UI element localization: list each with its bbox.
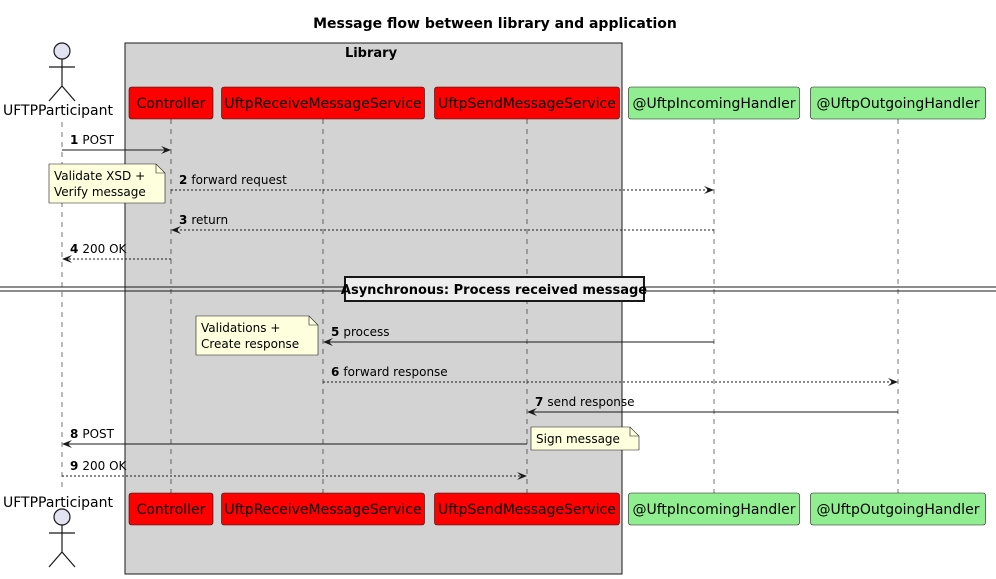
message-9: 9 200 OK: [62, 459, 527, 480]
note-fold: [155, 164, 165, 174]
participant-box: [434, 86, 620, 120]
participant-top-controller: Controller: [128, 86, 214, 120]
participant-label: @UftpIncomingHandler: [633, 96, 796, 112]
message-number: 7: [535, 395, 543, 409]
message-7: 7 send response: [527, 395, 898, 416]
async-divider: Asynchronous: Process received message: [0, 276, 996, 302]
participant-label: UFTPParticipant: [3, 495, 114, 511]
actor-body-icon: [48, 59, 76, 102]
note-text: Verify message: [54, 185, 146, 199]
message-text: 200 OK: [82, 242, 127, 256]
participant-label: UftpSendMessageService: [438, 502, 616, 518]
message-label: 1 POST: [70, 133, 115, 147]
note-box: [195, 315, 319, 356]
library-box: [124, 42, 623, 575]
message-text: forward request: [191, 173, 287, 187]
message-text: return: [191, 213, 228, 227]
participant-box: [810, 86, 986, 120]
message-text: 200 OK: [82, 459, 127, 473]
actor-top-participant: UFTPParticipant: [3, 42, 114, 119]
message-label: 2 forward request: [179, 173, 287, 187]
participant-top-receive: UftpReceiveMessageService: [221, 86, 425, 120]
note-text: Validate XSD +: [54, 169, 145, 183]
message-5: 5 process: [323, 325, 714, 346]
message-number: 4: [70, 242, 78, 256]
message-number: 6: [331, 365, 339, 379]
message-3: 3 return: [171, 213, 714, 234]
message-label: 3 return: [179, 213, 228, 227]
message-1: 1 POST: [62, 133, 171, 154]
actor-body-icon: [48, 525, 76, 568]
actor-head-icon: [53, 42, 71, 60]
divider-label: Asynchronous: Process received message: [341, 283, 647, 298]
message-number: 9: [70, 459, 78, 473]
participant-bottom-outgoing: @UftpOutgoingHandler: [810, 492, 986, 526]
message-8: 8 POST: [62, 427, 527, 448]
participant-box: [221, 86, 425, 120]
participant-bottom-send: UftpSendMessageService: [434, 492, 620, 526]
note-text: Sign message: [536, 432, 620, 446]
actor-head-icon: [53, 508, 71, 526]
participant-label: UFTPParticipant: [3, 103, 114, 119]
message-text: send response: [547, 395, 634, 409]
participant-label: UftpReceiveMessageService: [224, 502, 421, 518]
message-label: 9 200 OK: [70, 459, 128, 473]
participant-box: [128, 86, 214, 120]
note-box: [530, 426, 640, 451]
participant-box: [628, 492, 800, 526]
message-number: 3: [179, 213, 187, 227]
message-number: 1: [70, 133, 78, 147]
message-4: 4 200 OK: [62, 242, 171, 263]
participant-top-incoming: @UftpIncomingHandler: [628, 86, 800, 120]
participant-top-outgoing: @UftpOutgoingHandler: [810, 86, 986, 120]
participant-top-send: UftpSendMessageService: [434, 86, 620, 120]
message-label: 4 200 OK: [70, 242, 128, 256]
participant-box: [434, 492, 620, 526]
participant-box: [221, 492, 425, 526]
message-text: forward response: [343, 365, 447, 379]
participant-label: @UftpIncomingHandler: [633, 502, 796, 518]
actor-bottom-participant: UFTPParticipant: [3, 495, 114, 568]
message-number: 5: [331, 325, 339, 339]
message-6: 6 forward response: [323, 365, 898, 386]
note-1: Validate XSD + Verify message: [48, 163, 166, 204]
message-label: 7 send response: [535, 395, 635, 409]
participant-bottom-receive: UftpReceiveMessageService: [221, 492, 425, 526]
message-2: 2 forward request: [171, 173, 714, 194]
participant-label: UftpSendMessageService: [438, 96, 616, 112]
message-label: 5 process: [331, 325, 389, 339]
participant-label: UftpReceiveMessageService: [224, 96, 421, 112]
message-number: 2: [179, 173, 187, 187]
message-label: 8 POST: [70, 427, 115, 441]
message-label: 6 forward response: [331, 365, 448, 379]
divider-label-box: [344, 276, 645, 302]
participant-box: [810, 492, 986, 526]
participant-label: Controller: [137, 502, 206, 518]
note-text: Create response: [201, 337, 299, 351]
participant-box: [128, 492, 214, 526]
participant-box: [628, 86, 800, 120]
participant-bottom-incoming: @UftpIncomingHandler: [628, 492, 800, 526]
message-text: POST: [82, 427, 114, 441]
message-text: process: [343, 325, 389, 339]
note-box: [48, 163, 166, 204]
note-3: Sign message: [530, 426, 640, 451]
note-text: Validations +: [201, 321, 280, 335]
participant-label: @UftpOutgoingHandler: [817, 96, 980, 112]
message-text: POST: [82, 133, 114, 147]
note-fold: [308, 316, 318, 326]
note-2: Validations + Create response: [195, 315, 319, 356]
participant-bottom-controller: Controller: [128, 492, 214, 526]
participant-label: @UftpOutgoingHandler: [817, 502, 980, 518]
participant-label: Controller: [137, 96, 206, 112]
note-fold: [629, 427, 639, 437]
library-box-label: Library: [345, 46, 398, 61]
diagram-title: Message flow between library and applica…: [313, 16, 677, 32]
message-number: 8: [70, 427, 78, 441]
